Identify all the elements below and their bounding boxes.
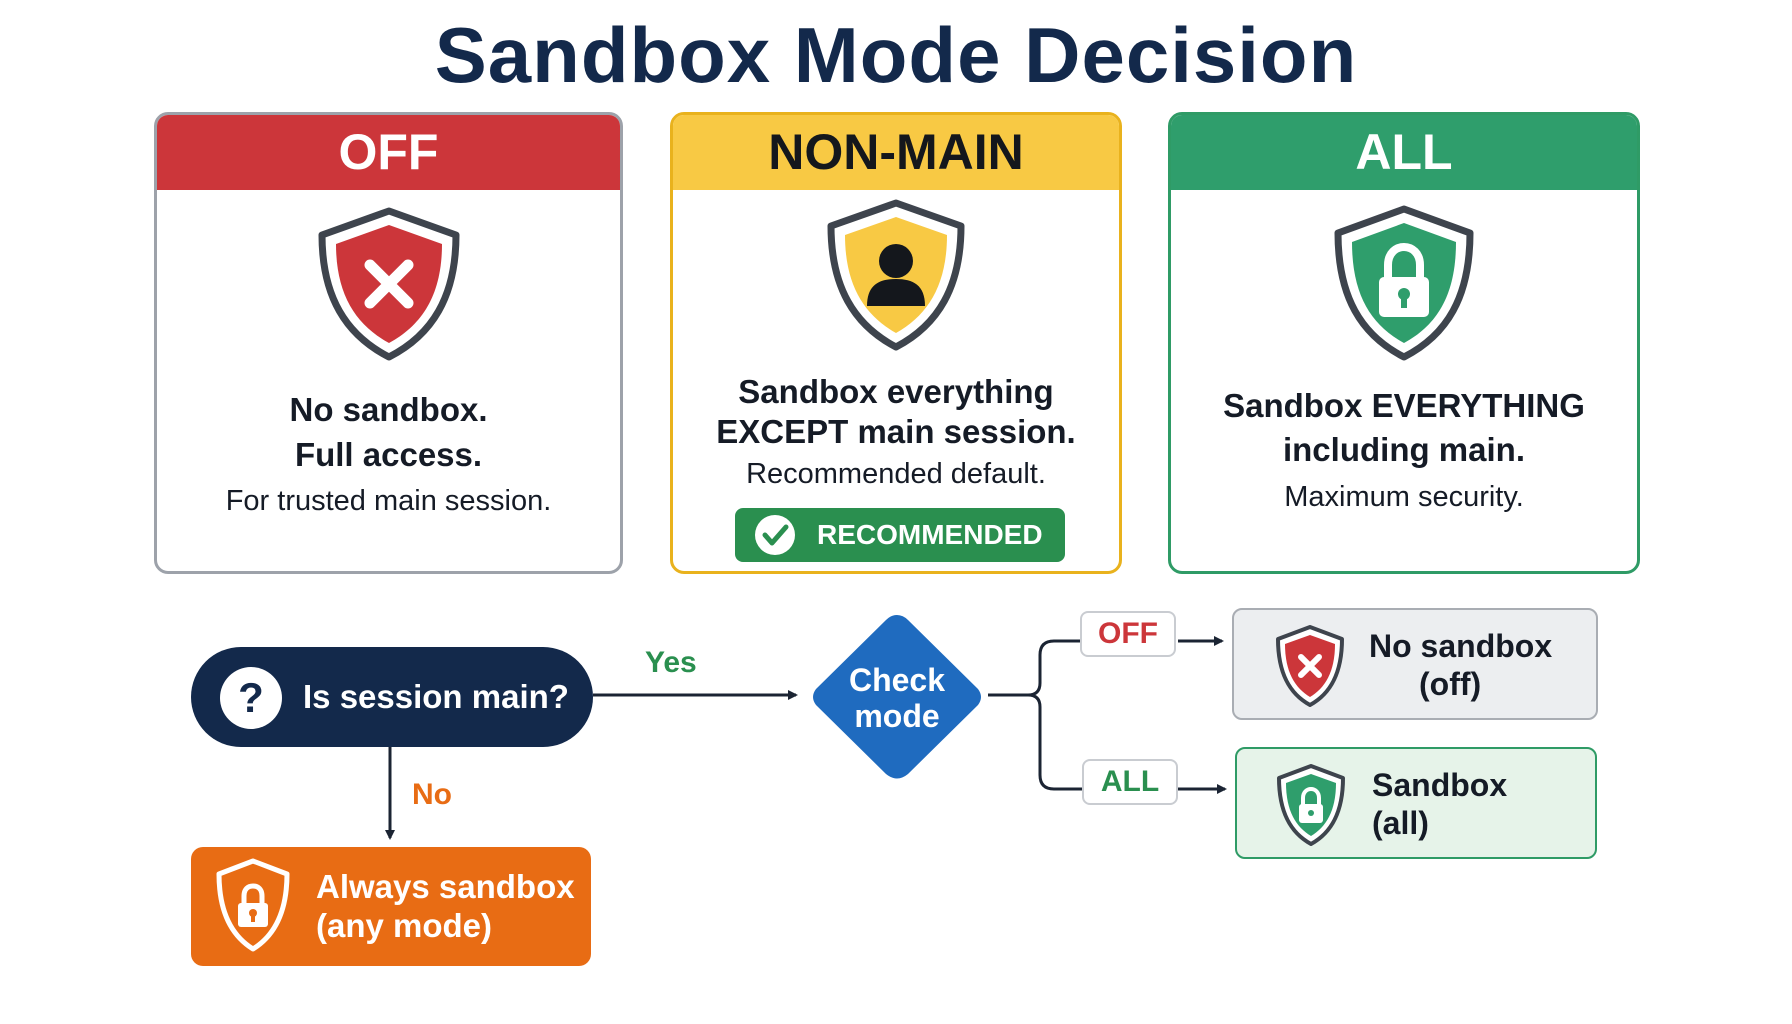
shield-lock-icon [216, 858, 290, 952]
card-all-line2: including main. [1282, 431, 1525, 468]
mode-card-all: ALL Sandbox EVERYTHING including main. M… [1168, 112, 1640, 574]
result-all-line2: (all) [1372, 805, 1429, 841]
question-label: Is session main? [303, 678, 569, 715]
no-label: No [412, 778, 452, 811]
result-sandbox: Sandbox (all) [1235, 747, 1597, 859]
shield-lock-icon [1334, 205, 1474, 361]
card-header-off: OFF [157, 115, 620, 190]
shield-lock-icon [1277, 764, 1345, 846]
branch-tag-all: ALL [1082, 759, 1178, 805]
recommended-badge: RECOMMENDED [735, 508, 1065, 562]
card-header-all: ALL [1171, 115, 1637, 190]
card-header-non-main: NON-MAIN [673, 115, 1119, 190]
branch-tag-off: OFF [1080, 611, 1176, 657]
card-off-line3: For trusted main session. [225, 485, 552, 517]
card-non-main-line1: Sandbox everything [738, 373, 1054, 410]
question-node: ? Is session main? [191, 647, 593, 747]
question-icon: ? [220, 667, 282, 729]
card-all-line3: Maximum security. [1284, 481, 1524, 513]
card-non-main-line3: Recommended default. [746, 458, 1046, 490]
result-off-line2: (off) [1419, 666, 1482, 702]
mode-card-non-main: NON-MAIN Sandbox everything EXCEPT main … [670, 112, 1122, 574]
branch-off-connector [988, 639, 1080, 697]
yes-label: Yes [645, 646, 697, 679]
always-sandbox-line1: Always sandbox [316, 868, 575, 905]
card-off-line1: No sandbox. [289, 391, 488, 428]
card-all-line1: Sandbox EVERYTHING [1223, 387, 1585, 424]
recommended-badge-label: RECOMMENDED [817, 519, 1043, 550]
result-no-sandbox: No sandbox (off) [1232, 608, 1598, 720]
result-all-line1: Sandbox [1372, 767, 1508, 803]
svg-text:?: ? [238, 674, 264, 721]
shield-x-icon [1276, 625, 1344, 707]
always-sandbox-node: Always sandbox (any mode) [191, 847, 591, 966]
always-sandbox-label: Always sandbox (any mode) [316, 867, 575, 945]
page-title: Sandbox Mode Decision [434, 11, 1358, 99]
always-sandbox-line2: (any mode) [316, 907, 493, 944]
check-circle-icon [755, 515, 795, 555]
shield-user-icon [827, 199, 965, 351]
card-non-main-line2: EXCEPT main session. [716, 413, 1076, 450]
decision-label-line2: mode [854, 698, 940, 734]
branch-all-connector [1027, 693, 1082, 791]
decision-label-line1: Check [848, 662, 946, 698]
card-off-line2: Full access. [294, 436, 483, 473]
mode-card-off: OFF No sandbox. Full access. For trusted… [154, 112, 623, 574]
shield-x-icon [318, 207, 459, 361]
decision-diamond [813, 615, 981, 779]
result-off-line1: No sandbox [1369, 628, 1553, 664]
decision-label: Check mode [806, 662, 988, 734]
